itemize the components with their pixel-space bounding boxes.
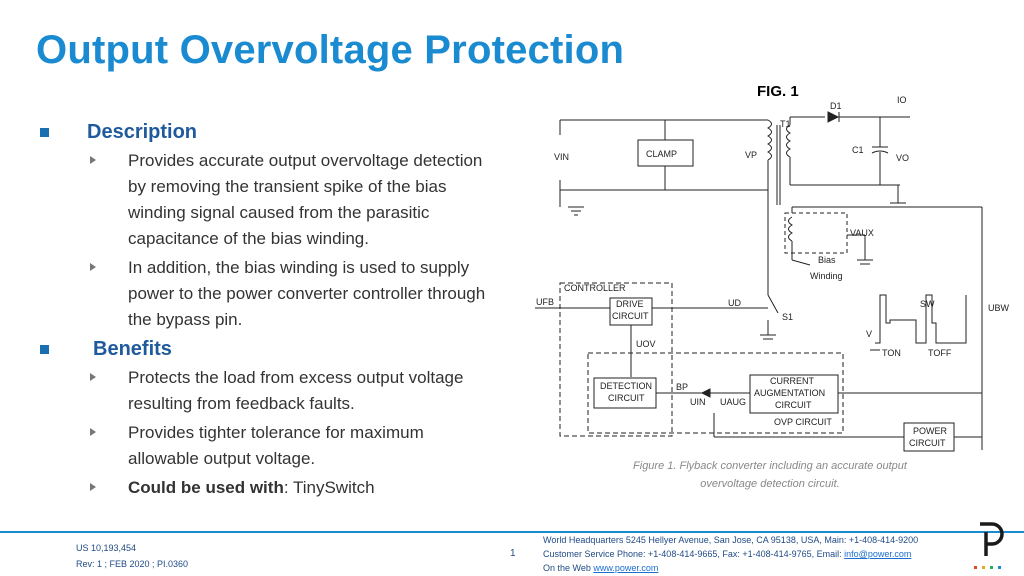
- label-vaux: VAUX: [850, 228, 874, 238]
- label-vo: VO: [896, 153, 910, 163]
- label-t1: T1: [780, 119, 791, 129]
- item-text: Provides accurate output overvoltage det…: [128, 151, 483, 248]
- service-text: Customer Service Phone: +1-408-414-9665,…: [543, 549, 845, 559]
- list-item: Provides accurate output overvoltage det…: [90, 148, 510, 252]
- label-vp: VP: [745, 150, 758, 160]
- item-text: Provides tighter tolerance for maximum a…: [128, 423, 424, 468]
- label-c1: C1: [852, 145, 864, 155]
- figure-label: FIG. 1: [757, 83, 799, 100]
- triangle-bullet-icon: [90, 483, 96, 491]
- web-line: On the Web www.power.com: [543, 561, 918, 575]
- footer-contact: World Headquarters 5245 Hellyer Avenue, …: [543, 533, 918, 575]
- label-winding: Winding: [810, 271, 843, 281]
- item-text: Could be used with: TinySwitch: [128, 475, 490, 501]
- square-bullet-icon: [40, 344, 49, 354]
- label-current-3: CIRCUIT: [775, 400, 812, 410]
- label-uaug: UAUG: [720, 397, 747, 407]
- item-rest: : TinySwitch: [283, 478, 375, 497]
- page-number: 1: [510, 548, 516, 559]
- label-d1: D1: [830, 101, 842, 111]
- figure-caption: Figure 1. Flyback converter including an…: [600, 457, 940, 493]
- page-title: Output Overvoltage Protection: [36, 28, 625, 72]
- list-item: In addition, the bias winding is used to…: [90, 255, 510, 333]
- label-v: V: [866, 329, 873, 339]
- triangle-bullet-icon: [90, 373, 96, 381]
- label-ovp: OVP CIRCUIT: [774, 417, 832, 427]
- caption-line: Figure 1. Flyback converter including an…: [633, 460, 907, 472]
- label-ubw: UBW: [988, 303, 1009, 313]
- current-aug-box: [749, 374, 839, 414]
- list-item: Could be used with: TinySwitch: [90, 475, 510, 501]
- email-link[interactable]: info@power.com: [844, 549, 912, 559]
- circuit-diagram: [535, 111, 983, 452]
- footer-left: US 10,193,454 Rev: 1 ; FEB 2020 ; PI.036…: [76, 540, 188, 572]
- label-detection-1: DETECTION: [600, 381, 653, 391]
- label-ud: UD: [728, 298, 741, 308]
- hq-line: World Headquarters 5245 Hellyer Avenue, …: [543, 535, 919, 545]
- label-toff: TOFF: [928, 348, 952, 358]
- item-bold: Could be used with: [128, 478, 284, 497]
- label-bp: BP: [676, 382, 689, 392]
- circuit-labels: VIN CLAMP VP T1 D1 IO C1 VO VAUX Bias Wi…: [530, 95, 1020, 455]
- list-item: Protects the load from excess output vol…: [90, 365, 510, 417]
- label-current-1: CURRENT: [770, 376, 814, 386]
- label-io: IO: [897, 95, 907, 105]
- label-bias: Bias: [818, 255, 836, 265]
- triangle-bullet-icon: [90, 428, 96, 436]
- label-ton: TON: [882, 348, 901, 358]
- caption-line: overvoltage detection circuit.: [700, 478, 840, 490]
- item-text: Protects the load from excess output vol…: [128, 368, 464, 413]
- web-text: On the Web: [543, 563, 594, 573]
- patent-number: US 10,193,454: [76, 543, 137, 553]
- label-s1: S1: [782, 312, 794, 322]
- label-current-2: AUGMENTATION: [754, 388, 826, 398]
- section-benefits: Benefits Protects the load from excess o…: [40, 336, 510, 501]
- label-uin: UIN: [690, 397, 706, 407]
- triangle-bullet-icon: [90, 156, 96, 164]
- label-ufb: UFB: [536, 297, 554, 307]
- section-heading: Description: [87, 120, 198, 143]
- label-clamp: CLAMP: [646, 149, 678, 159]
- label-power-2: CIRCUIT: [909, 438, 946, 448]
- label-vin: VIN: [554, 152, 570, 162]
- label-controller: CONTROLLER: [564, 283, 626, 293]
- service-line: Customer Service Phone: +1-408-414-9665,…: [543, 547, 918, 561]
- label-detection-2: CIRCUIT: [608, 393, 645, 403]
- list-item: Provides tighter tolerance for maximum a…: [90, 420, 510, 472]
- label-drive-1: DRIVE: [616, 299, 644, 309]
- section-heading: Benefits: [93, 337, 172, 360]
- item-text: In addition, the bias winding is used to…: [128, 258, 486, 329]
- footer-rule: [0, 531, 1024, 533]
- revision: Rev: 1 ; FEB 2020 ; PI.0360: [76, 559, 189, 569]
- power-integrations-logo: [974, 522, 1004, 569]
- triangle-bullet-icon: [90, 263, 96, 271]
- label-power-1: POWER: [913, 426, 948, 436]
- web-link[interactable]: www.power.com: [593, 563, 659, 573]
- section-description: Description Provides accurate output ove…: [40, 119, 510, 333]
- label-uov: UOV: [636, 339, 656, 349]
- label-drive-2: CIRCUIT: [612, 311, 649, 321]
- square-bullet-icon: [40, 127, 49, 137]
- label-sw: SW: [920, 299, 935, 309]
